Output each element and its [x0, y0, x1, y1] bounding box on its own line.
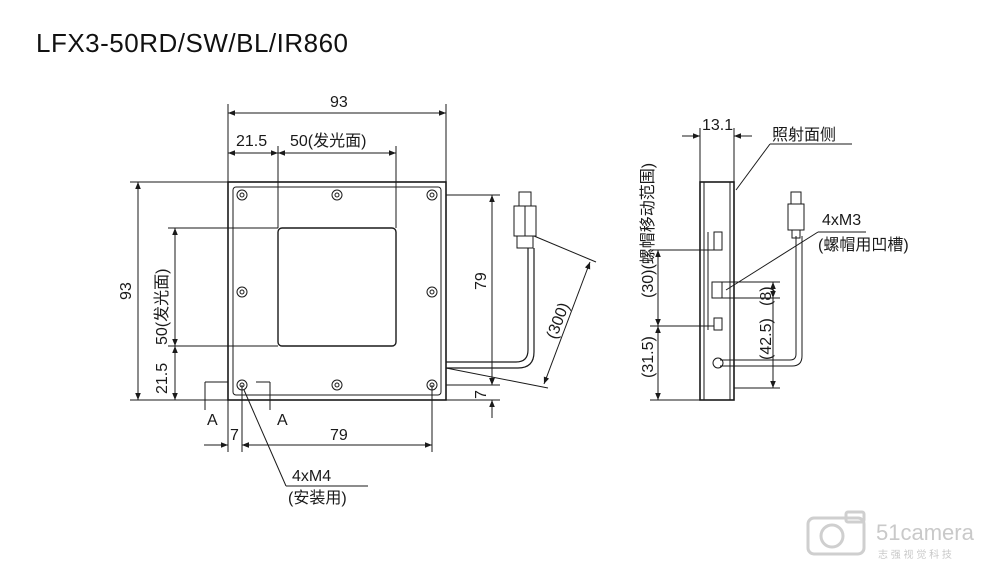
- dim-offset-bottom: 21.5: [154, 363, 171, 394]
- section-a-left: A: [207, 412, 218, 429]
- dim-hole-pitch-v: 79: [473, 272, 490, 290]
- side-housing: [699, 181, 735, 401]
- section-a-right: A: [277, 412, 288, 429]
- side-view: [650, 128, 866, 401]
- dim-height-93: 93: [118, 282, 135, 300]
- dim-width-93: 93: [330, 94, 348, 111]
- dim-emit-height: 50(发光面): [153, 269, 171, 345]
- dim-thickness: 13.1: [702, 117, 733, 134]
- nut-slots-note: (螺帽用凹槽): [818, 236, 909, 254]
- mount-holes-label: 4xM4: [292, 468, 331, 485]
- side-connector: [787, 203, 805, 231]
- side-view-labels: 13.1 照射面侧 4xM3 (螺帽用凹槽) (30)(螺帽移动范围) (8) …: [639, 117, 909, 378]
- range-label: (30)(螺帽移动范围): [639, 163, 657, 298]
- dim-42-5: (42.5): [758, 318, 775, 360]
- watermark: 51camera 志 强 视 觉 科 技: [806, 510, 975, 561]
- camera-logo-icon: [806, 510, 866, 556]
- watermark-logo: 51camera: [876, 520, 975, 545]
- nut-slot: [713, 231, 723, 251]
- nut-slots-label: 4xM3: [822, 212, 861, 229]
- dim-hole-pitch-h: 79: [330, 427, 348, 444]
- watermark-tagline: 志 强 视 觉 科 技: [878, 548, 952, 561]
- dim-hole-offset-v: 7: [473, 390, 490, 399]
- housing-outline: [227, 181, 447, 401]
- emitting-surface: [277, 227, 397, 347]
- dim-emit-width: 50(发光面): [290, 132, 366, 150]
- cable: [446, 191, 537, 369]
- dim-hole-offset-h: 7: [230, 427, 239, 444]
- front-view: [130, 104, 597, 487]
- screw-holes: [236, 189, 438, 391]
- dim-31-5: (31.5): [640, 336, 657, 378]
- dim-cable-length: (300): [544, 300, 573, 341]
- dim-8: (8): [758, 286, 775, 306]
- drawing-title: LFX3-50RD/SW/BL/IR860: [36, 28, 349, 58]
- front-view-labels: 93 21.5 50(发光面) 93 50(发光面) 21.5 79 7 (30…: [118, 94, 573, 507]
- dim-offset-21-5: 21.5: [236, 133, 267, 150]
- housing-inner-outline: [232, 186, 442, 396]
- emit-side-label: 照射面侧: [772, 126, 836, 144]
- mount-holes-note: (安装用): [288, 489, 347, 507]
